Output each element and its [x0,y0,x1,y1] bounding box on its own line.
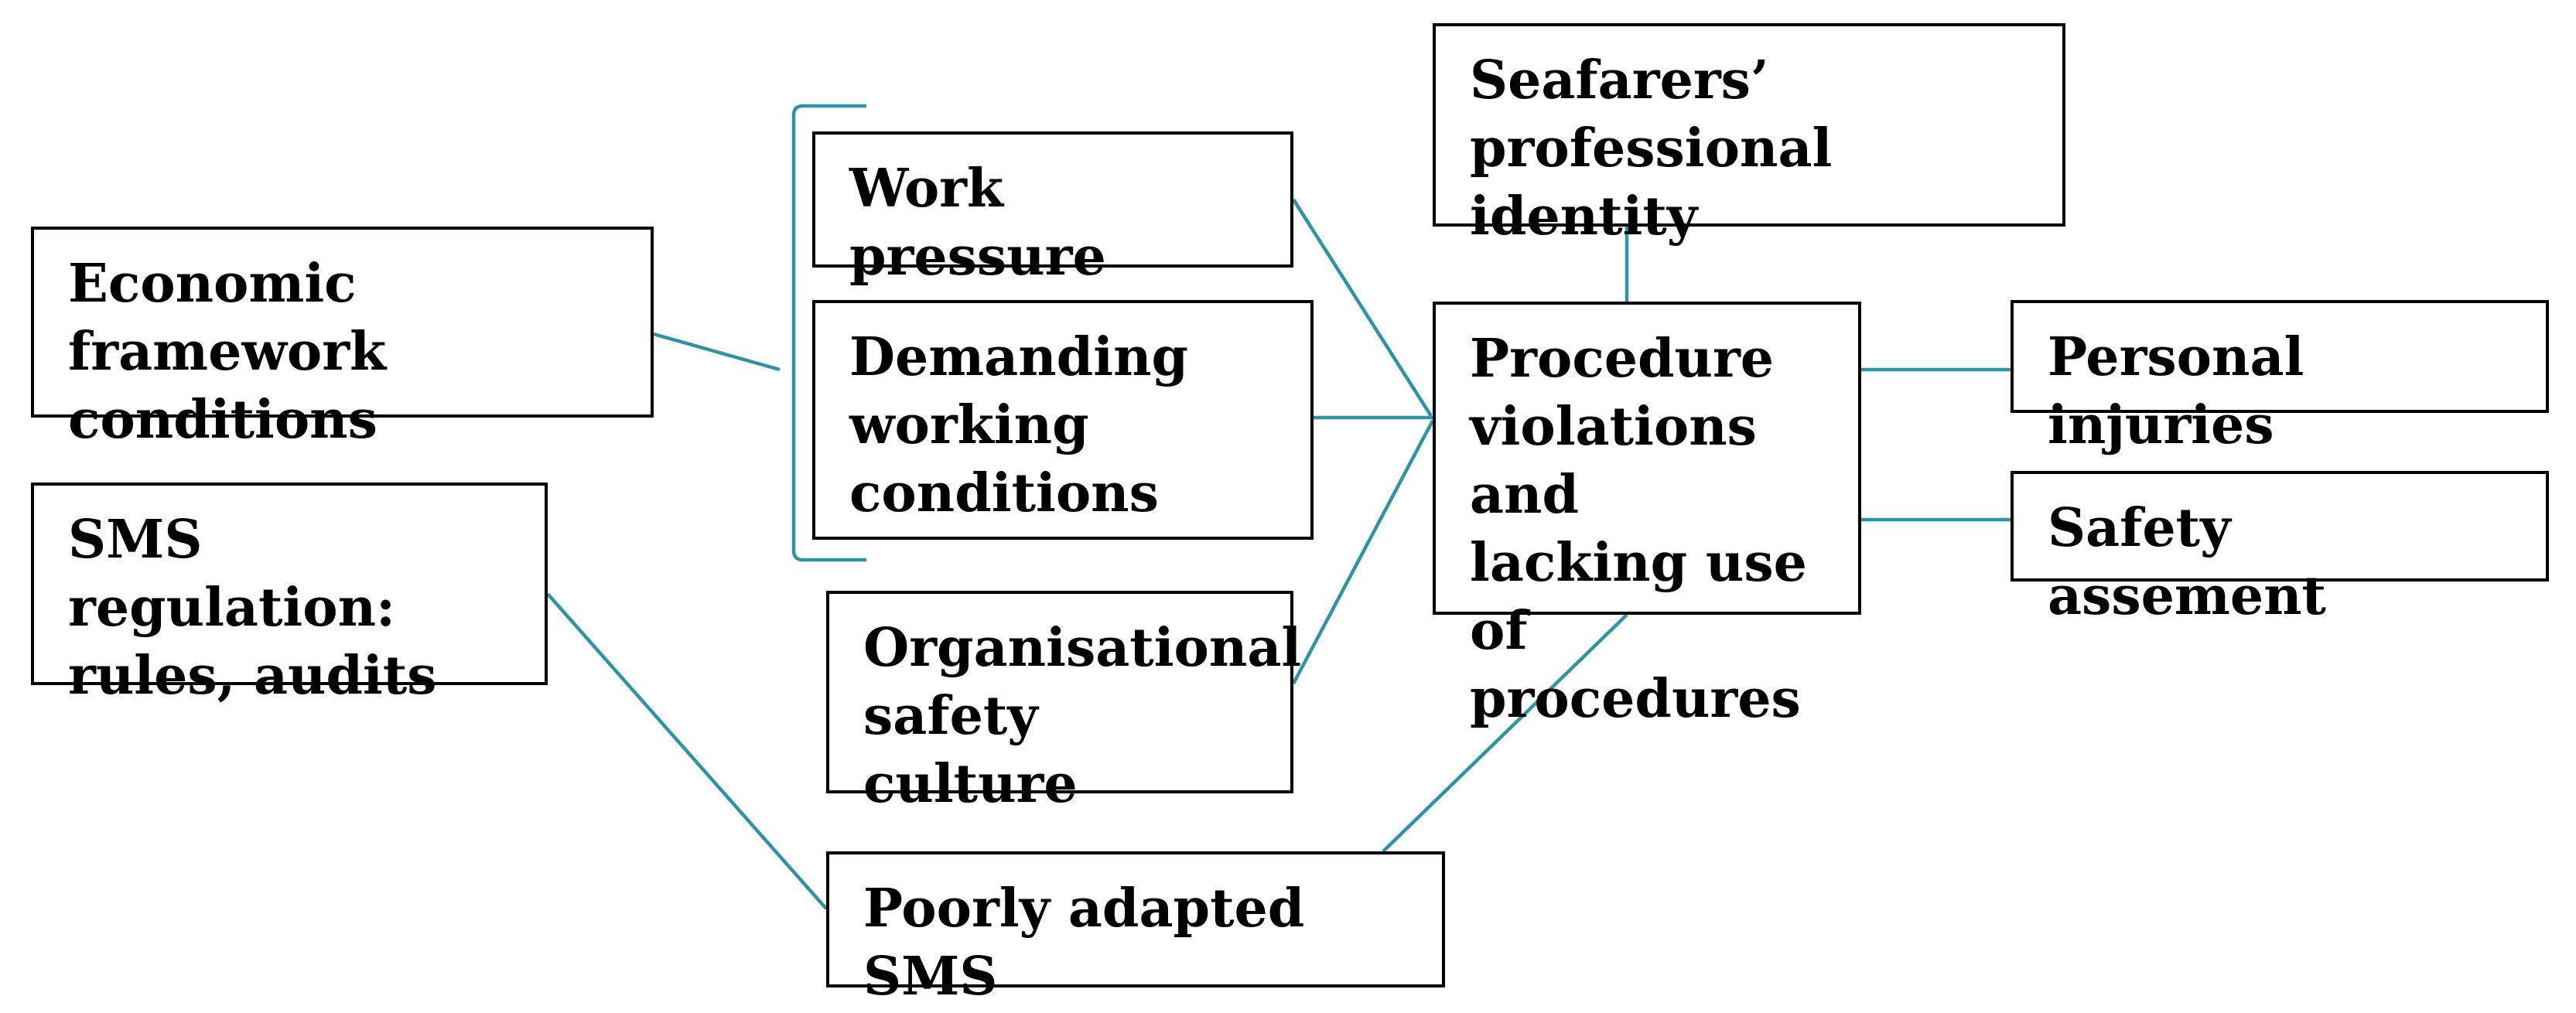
connector-economic-to-group [653,332,781,372]
box-safety-assessment: Safety assement [2011,471,2549,627]
box-demanding-working-conditions: Demanding working conditions [812,300,1314,540]
connector-organisational-to-procedure [1292,419,1434,685]
box-work-pressure: Work pressure [812,131,1293,288]
box-seafarers-professional-identity: Seafarers’ professional identity [1433,23,2065,247]
connector-work-pressure-to-procedure [1292,198,1433,418]
box-organisational-safety-culture: Organisational safety culture [826,591,1301,815]
box-sms-regulation: SMS regulation: rules, audits [31,483,548,707]
box-personal-injuries: Personal injuries [2011,300,2549,456]
group-bracket [791,104,866,562]
box-procedure-violations: Procedure violations and lacking use of … [1433,302,1861,730]
connector-poorly-adapted-to-procedure [1382,613,1628,853]
box-economic-framework: Economic framework conditions [31,227,654,451]
box-poorly-adapted-sms: Poorly adapted SMS [826,851,1445,1008]
connector-regulation-to-poorly-adapted [546,592,828,910]
